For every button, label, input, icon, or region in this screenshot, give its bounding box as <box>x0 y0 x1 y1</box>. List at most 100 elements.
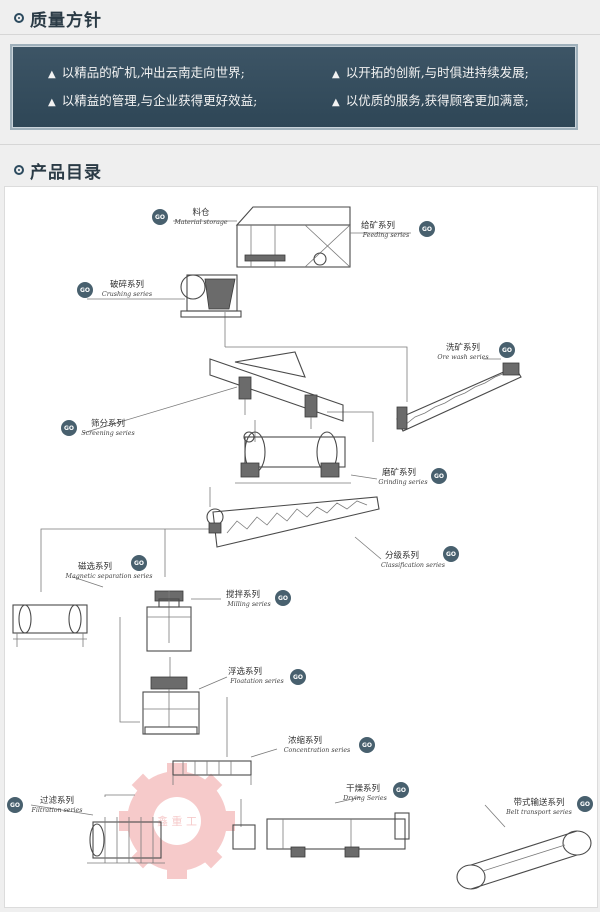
go-icon[interactable] <box>61 420 77 436</box>
belt-transport-equipment <box>456 830 592 890</box>
series-label-storage[interactable]: GO 料仓 Material storage <box>152 207 228 226</box>
series-label-screening[interactable]: GO 筛分系列 Screening series <box>61 418 135 437</box>
go-icon[interactable] <box>7 797 23 813</box>
circle-bullet-icon <box>14 13 24 23</box>
product-catalog-title: 产品目录 <box>30 163 102 183</box>
go-icon[interactable] <box>131 555 147 571</box>
series-label-flotation[interactable]: 浮选系列 Floatation series GO <box>228 666 306 685</box>
material-storage-equipment <box>235 206 351 268</box>
svg-text:Milling series: Milling series <box>226 601 271 608</box>
svg-text:GO: GO <box>134 560 144 567</box>
series-label-milling[interactable]: 搅拌系列 Milling series GO <box>226 589 291 608</box>
motto-item: ▲ 以优质的服务,获得顾客更加满意; <box>332 90 529 109</box>
motto-text: 以开拓的创新,与时俱进持续发展; <box>345 65 529 80</box>
svg-text:GO: GO <box>278 595 288 602</box>
svg-text:GO: GO <box>80 287 90 294</box>
go-icon[interactable] <box>359 737 375 753</box>
series-label-magnetic[interactable]: 磁选系列 Magnetic separation series GO <box>65 555 154 580</box>
go-icon[interactable] <box>577 796 593 812</box>
motto-item: ▲ 以精品的矿机,冲出云南走向世界; <box>48 62 245 81</box>
label-leader-lines <box>30 220 506 828</box>
flow-lines <box>40 312 408 827</box>
svg-text:Drying Series: Drying Series <box>342 795 388 802</box>
milling-equipment <box>146 590 192 652</box>
svg-text:给矿系列: 给矿系列 <box>361 220 395 231</box>
circle-bullet-icon <box>14 165 24 175</box>
motto-text: 以精品的矿机,冲出云南走向世界; <box>61 65 245 80</box>
motto-item: ▲以开拓的创新,与时俱进持续发展; <box>332 62 529 81</box>
svg-text:Crushing series: Crushing series <box>102 291 153 298</box>
go-icon[interactable] <box>275 590 291 606</box>
product-catalog-header: 产品目录 <box>0 152 600 188</box>
svg-text:Floatation series: Floatation series <box>229 678 284 685</box>
svg-text:Filtration series: Filtration series <box>30 807 83 814</box>
divider <box>0 34 600 35</box>
process-flow-diagram: 鑫 重 工 <box>4 186 598 908</box>
motto-text: 以优质的服务,获得顾客更加满意; <box>345 93 529 108</box>
series-label-crushing[interactable]: GO 破碎系列 Crushing series <box>77 279 153 298</box>
concentration-equipment <box>172 760 252 785</box>
svg-text:Material storage: Material storage <box>173 219 228 226</box>
go-icon[interactable] <box>419 221 435 237</box>
svg-text:搅拌系列: 搅拌系列 <box>226 589 260 600</box>
svg-text:料仓: 料仓 <box>192 207 210 218</box>
series-label-classification[interactable]: 分级系列 Classification series GO <box>381 546 459 569</box>
series-label-drying[interactable]: 干燥系列 Drying Series GO <box>342 782 409 802</box>
svg-text:GO: GO <box>362 742 372 749</box>
svg-text:浮选系列: 浮选系列 <box>228 666 262 677</box>
screening-equipment <box>209 351 344 429</box>
go-icon[interactable] <box>431 468 447 484</box>
series-label-filtration[interactable]: GO 过滤系列 Filtration series <box>7 795 83 814</box>
series-label-orewash[interactable]: 洗矿系列 Ore wash series GO <box>437 342 515 361</box>
triangle-bullet-icon: ▲ <box>48 97 56 108</box>
motto-text: 以精益的管理,与企业获得更好效益; <box>61 93 258 108</box>
svg-text:Concentration series: Concentration series <box>284 747 351 754</box>
quality-policy-panel: ▲以精品的矿机,冲出云南走向世界; ▲以开拓的创新,与时俱进持续发展; ▲以精益… <box>10 44 578 130</box>
svg-text:Classification series: Classification series <box>381 562 446 569</box>
svg-text:筛分系列: 筛分系列 <box>91 418 125 429</box>
go-icon[interactable] <box>393 782 409 798</box>
triangle-bullet-icon: ▲ <box>332 97 340 108</box>
series-label-grinding[interactable]: 磨矿系列 Grinding series GO <box>378 467 447 486</box>
go-icon[interactable] <box>499 342 515 358</box>
go-icon[interactable] <box>290 669 306 685</box>
go-icon[interactable] <box>443 546 459 562</box>
svg-text:破碎系列: 破碎系列 <box>110 279 144 290</box>
svg-text:GO: GO <box>10 802 20 809</box>
grinding-equipment <box>235 431 351 484</box>
svg-text:Grinding series: Grinding series <box>378 479 428 486</box>
drying-equipment <box>232 812 410 858</box>
quality-policy-title: 质量方针 <box>30 11 102 31</box>
svg-text:GO: GO <box>155 214 165 221</box>
svg-text:GO: GO <box>293 674 303 681</box>
svg-text:Belt transport series: Belt transport series <box>505 809 573 816</box>
svg-text:带式输送系列: 带式输送系列 <box>513 797 564 808</box>
svg-text:干燥系列: 干燥系列 <box>346 783 380 794</box>
svg-text:GO: GO <box>434 473 444 480</box>
svg-text:GO: GO <box>446 551 456 558</box>
svg-text:Ore wash series: Ore wash series <box>437 354 489 361</box>
divider <box>0 144 600 145</box>
series-label-concentration[interactable]: 浓缩系列 Concentration series GO <box>284 735 375 754</box>
svg-text:洗矿系列: 洗矿系列 <box>446 342 480 353</box>
watermark-text: 鑫 重 工 <box>157 814 197 828</box>
go-icon[interactable] <box>77 282 93 298</box>
filtration-equipment <box>87 817 165 864</box>
watermark-logo: 鑫 重 工 <box>119 763 235 879</box>
svg-text:Screening series: Screening series <box>81 430 135 437</box>
svg-text:Magnetic separation series: Magnetic separation series <box>65 573 154 580</box>
ore-wash-equipment <box>396 362 522 432</box>
flotation-equipment <box>142 676 200 735</box>
svg-text:磁选系列: 磁选系列 <box>78 561 112 572</box>
series-label-belt[interactable]: 带式输送系列 Belt transport series GO <box>505 796 593 816</box>
triangle-bullet-icon: ▲ <box>48 69 56 80</box>
svg-text:过滤系列: 过滤系列 <box>40 795 74 806</box>
svg-text:GO: GO <box>502 347 512 354</box>
svg-text:浓缩系列: 浓缩系列 <box>288 735 322 746</box>
svg-text:磨矿系列: 磨矿系列 <box>382 467 416 478</box>
quality-policy-header: 质量方针 <box>0 0 600 36</box>
svg-text:GO: GO <box>396 787 406 794</box>
go-icon[interactable] <box>152 209 168 225</box>
series-label-feeding[interactable]: 给矿系列 Feeding series GO <box>361 220 435 239</box>
motto-item: ▲ 以精益的管理,与企业获得更好效益; <box>48 90 257 109</box>
